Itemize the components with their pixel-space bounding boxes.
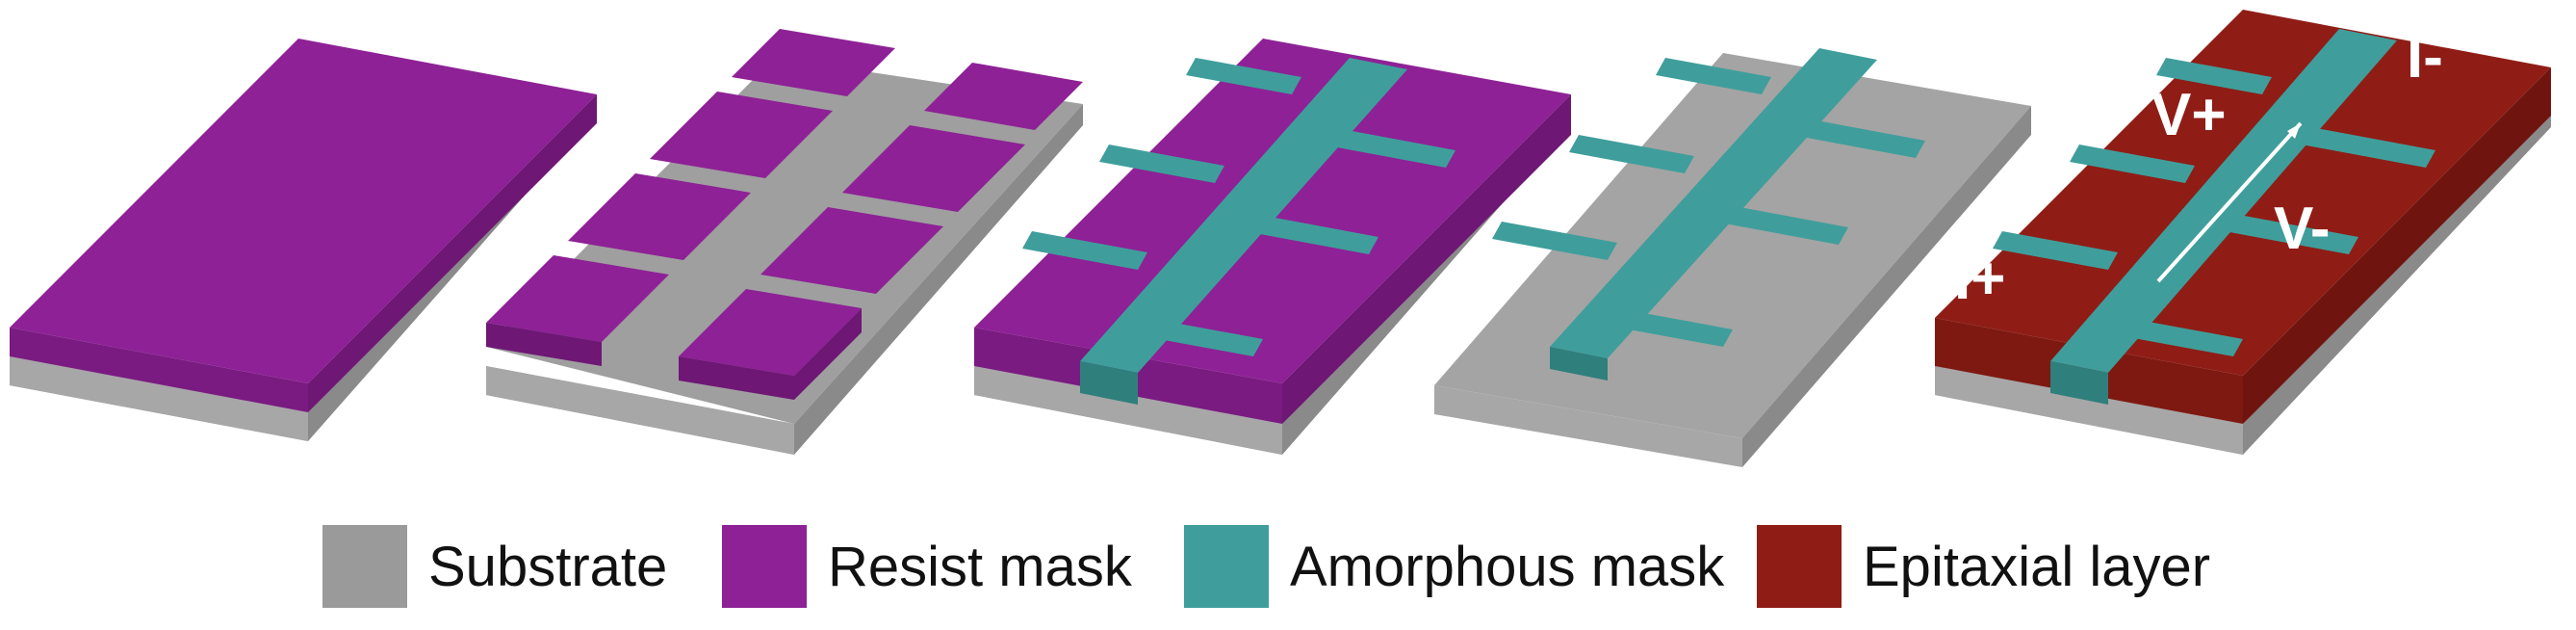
stage-4-svg: [1434, 48, 2031, 467]
legend-label-amorphous-mask: Amorphous mask: [1290, 535, 1725, 598]
resist-mask-swatch: [722, 525, 807, 608]
probe-label-i-plus: I+: [1954, 246, 2005, 312]
stage-1-svg: [10, 39, 597, 441]
amorphous-sides: [1080, 361, 1138, 405]
stage-2-svg: [486, 29, 1083, 455]
stage-4-amorphous-mask: [1434, 0, 2031, 472]
amorphous-sides: [1550, 347, 1608, 381]
stage-3-amorphous-on-resist: [974, 0, 1571, 472]
voltage-arrow: [2156, 121, 2303, 283]
amorphous-hallbar: [1022, 58, 1455, 373]
amorphous-hallbar: [1993, 29, 2435, 373]
epitaxial-layer-swatch: [1757, 525, 1842, 608]
amorphous-sides: [2050, 361, 2108, 405]
legend-item-substrate: Substrate: [322, 520, 667, 613]
stage-3-svg: [974, 39, 1571, 455]
legend-label-resist-mask: Resist mask: [828, 535, 1132, 598]
resist-pad-sides: [486, 308, 862, 400]
probe-label-i-minus: I-: [2407, 24, 2443, 91]
legend-item-epitaxial-layer: Epitaxial layer: [1757, 520, 2210, 613]
stage-5-epitaxial-device: I+ I- V+ V-: [1935, 0, 2551, 472]
resist-pads: [486, 29, 1083, 376]
probe-label-v-plus: V+: [2151, 82, 2227, 148]
legend: Substrate Resist mask Amorphous mask Epi…: [0, 520, 2576, 626]
probe-label-v-minus: V-: [2274, 196, 2331, 262]
stage-1-resist-coated: [10, 0, 597, 472]
substrate-block: [1935, 106, 2551, 455]
legend-label-substrate: Substrate: [428, 535, 668, 598]
stage-5-svg: I+ I- V+ V-: [1935, 10, 2551, 455]
resist-layer: [10, 39, 597, 412]
amorphous-hallbar: [1492, 48, 1925, 358]
stage-2-patterned-resist: [486, 0, 1083, 472]
substrate-block: [10, 94, 597, 441]
legend-item-resist-mask: Resist mask: [722, 520, 1132, 613]
legend-item-amorphous-mask: Amorphous mask: [1184, 520, 1724, 613]
substrate-block: [974, 104, 1571, 455]
legend-label-epitaxial-layer: Epitaxial layer: [1863, 535, 2211, 598]
amorphous-mask-swatch: [1184, 525, 1269, 608]
substrate-swatch: [322, 525, 407, 608]
